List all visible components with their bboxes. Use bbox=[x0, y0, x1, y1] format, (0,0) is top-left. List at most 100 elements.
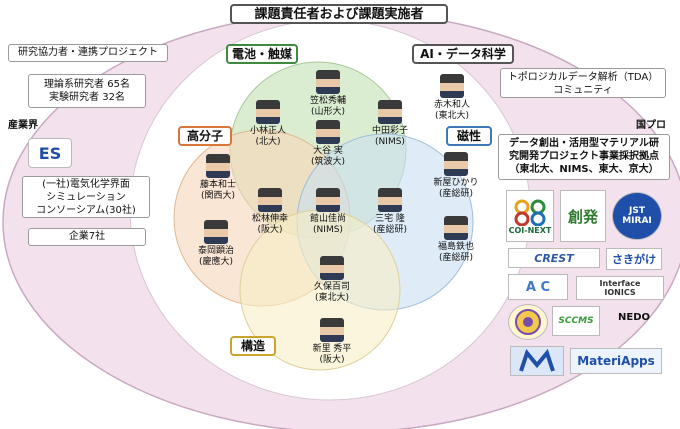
person-name: 松林伸幸 bbox=[251, 214, 288, 224]
category-magnetism: 磁性 bbox=[446, 126, 492, 146]
interface-ionics-logo: Interface IONICS bbox=[576, 276, 664, 300]
person-name: 藤本和士 bbox=[199, 180, 236, 190]
dxmag-line-3: （東北大、NIMS、東大、京大） bbox=[509, 164, 659, 175]
person-name: 福島鉄也 bbox=[437, 242, 474, 252]
person-affiliation: (NIMS) bbox=[375, 137, 405, 147]
page-title: 課題責任者および課題実施者 bbox=[230, 4, 448, 24]
person-photo bbox=[320, 256, 344, 280]
person-photo bbox=[204, 220, 228, 244]
person-matsubayashi: 松林伸幸(阪大) bbox=[242, 188, 298, 236]
category-battery-catalyst: 電池・触媒 bbox=[226, 44, 298, 64]
jst-mirai-logo: JST MIRAI bbox=[612, 192, 662, 240]
acc-logo: A C bbox=[508, 274, 568, 300]
person-affiliation: (産総研) bbox=[438, 189, 474, 199]
person-affiliation: (山形大) bbox=[310, 107, 346, 117]
person-shinsato: 新里 秀平(阪大) bbox=[304, 318, 360, 366]
ionics-label: IONICS bbox=[604, 288, 636, 297]
dxmag-box: データ創出・活用型マテリアル研 究開発プロジェクト事業採択拠点 （東北大、NIM… bbox=[498, 134, 670, 180]
theory-researchers: 理論系研究者 65名 bbox=[44, 79, 130, 90]
industry-label: 産業界 bbox=[8, 120, 38, 131]
person-photo bbox=[316, 70, 340, 94]
person-photo bbox=[206, 154, 230, 178]
person-affiliation: (慶應大) bbox=[198, 257, 234, 267]
person-name: 館山佳尚 bbox=[309, 214, 346, 224]
mirai-label: MIRAI bbox=[622, 216, 652, 226]
person-affiliation: (阪大) bbox=[257, 225, 283, 235]
companies-box: 企業7社 bbox=[28, 228, 146, 246]
person-photo bbox=[444, 152, 468, 176]
coi-next-icon bbox=[514, 199, 546, 226]
person-name: 笠松秀輔 bbox=[309, 96, 346, 106]
person-photo bbox=[378, 100, 402, 124]
person-affiliation: (東北大) bbox=[314, 293, 350, 303]
sohatsu-logo: 創発 bbox=[560, 190, 606, 242]
person-name: 三宅 隆 bbox=[375, 214, 405, 224]
interface-label: Interface bbox=[599, 279, 641, 288]
person-name: 新屋ひかり bbox=[433, 178, 479, 188]
consortium-box: (一社)電気化学界面 シミュレーション コンソーシアム(30社) bbox=[22, 176, 150, 218]
person-kobayashi: 小林正人(北大) bbox=[240, 100, 296, 148]
dxmag-line-1: データ創出・活用型マテリアル研 bbox=[509, 138, 659, 149]
person-affiliation: (NIMS) bbox=[313, 225, 343, 235]
person-photo bbox=[316, 120, 340, 144]
person-photo bbox=[258, 188, 282, 212]
person-name: 赤木和人 bbox=[433, 100, 470, 110]
person-photo bbox=[444, 216, 468, 240]
seal-emblem-logo bbox=[508, 304, 548, 340]
person-name: 久保百司 bbox=[313, 282, 350, 292]
person-otani: 大谷 実(筑波大) bbox=[300, 120, 356, 168]
person-yasuoka: 泰岡顕治(慶應大) bbox=[188, 220, 244, 268]
m-emblem-logo bbox=[510, 346, 564, 376]
person-affiliation: (関西大) bbox=[200, 191, 236, 201]
person-affiliation: (東北大) bbox=[434, 111, 470, 121]
person-name: 大谷 実 bbox=[313, 146, 343, 156]
coi-next-label: COI-NEXT bbox=[508, 225, 552, 235]
person-photo bbox=[320, 318, 344, 342]
researcher-count-box: 理論系研究者 65名 実験研究者 32名 bbox=[28, 74, 146, 108]
tda-line-1: トポロジカルデータ解析（TDA） bbox=[507, 72, 659, 83]
person-photo bbox=[378, 188, 402, 212]
nedo-label: NEDO bbox=[618, 312, 651, 323]
m-emblem-icon bbox=[519, 349, 555, 372]
experimental-researchers: 実験研究者 32名 bbox=[49, 92, 125, 103]
person-name: 新里 秀平 bbox=[312, 344, 352, 354]
person-miyake: 三宅 隆(産総研) bbox=[362, 188, 418, 236]
consortium-line-1: (一社)電気化学界面 bbox=[42, 179, 130, 190]
person-affiliation: (産総研) bbox=[438, 253, 474, 263]
consortium-line-3: コンソーシアム(30社) bbox=[36, 205, 136, 216]
person-name: 小林正人 bbox=[249, 126, 286, 136]
materiapps-logo: MateriApps bbox=[570, 348, 662, 374]
emblem-icon bbox=[515, 309, 541, 335]
consortium-line-2: シミュレーション bbox=[46, 192, 126, 203]
es-logo: ES bbox=[28, 138, 72, 168]
collaboration-project-box: 研究協力者・連携プロジェクト bbox=[8, 44, 168, 62]
person-affiliation: (筑波大) bbox=[310, 157, 346, 167]
sakigake-logo: さきがけ bbox=[606, 248, 662, 270]
person-name: 中田彩子 bbox=[371, 126, 408, 136]
person-shinya: 新屋ひかり(産総研) bbox=[428, 152, 484, 200]
person-nakata: 中田彩子(NIMS) bbox=[362, 100, 418, 148]
person-fujimoto: 藤本和士(関西大) bbox=[190, 154, 246, 202]
person-affiliation: (産総研) bbox=[372, 225, 408, 235]
category-structure: 構造 bbox=[230, 336, 276, 356]
person-fukushima: 福島鉄也(産総研) bbox=[428, 216, 484, 264]
sccms-logo: SCCMS bbox=[552, 306, 600, 336]
category-polymer: 高分子 bbox=[178, 126, 232, 146]
dxmag-line-2: 究開発プロジェクト事業採択拠点 bbox=[509, 151, 659, 162]
person-affiliation: (北大) bbox=[255, 137, 281, 147]
person-kubo: 久保百司(東北大) bbox=[304, 256, 360, 304]
person-photo bbox=[316, 188, 340, 212]
national-project-label: 国プロ bbox=[636, 120, 666, 131]
person-kasamatsu: 笠松秀輔(山形大) bbox=[300, 70, 356, 118]
category-ai-data-science: AI・データ科学 bbox=[412, 44, 514, 64]
coi-next-logo: COI-NEXT bbox=[506, 190, 554, 242]
person-photo bbox=[440, 74, 464, 98]
tda-community-box: トポロジカルデータ解析（TDA） コミュニティ bbox=[500, 68, 666, 98]
person-name: 泰岡顕治 bbox=[197, 246, 234, 256]
person-tateyama: 館山佳尚(NIMS) bbox=[300, 188, 356, 236]
person-akagi: 赤木和人(東北大) bbox=[424, 74, 480, 122]
person-photo bbox=[256, 100, 280, 124]
tda-line-2: コミュニティ bbox=[553, 85, 613, 96]
person-affiliation: (阪大) bbox=[319, 355, 345, 365]
jst-label: JST bbox=[629, 206, 645, 216]
